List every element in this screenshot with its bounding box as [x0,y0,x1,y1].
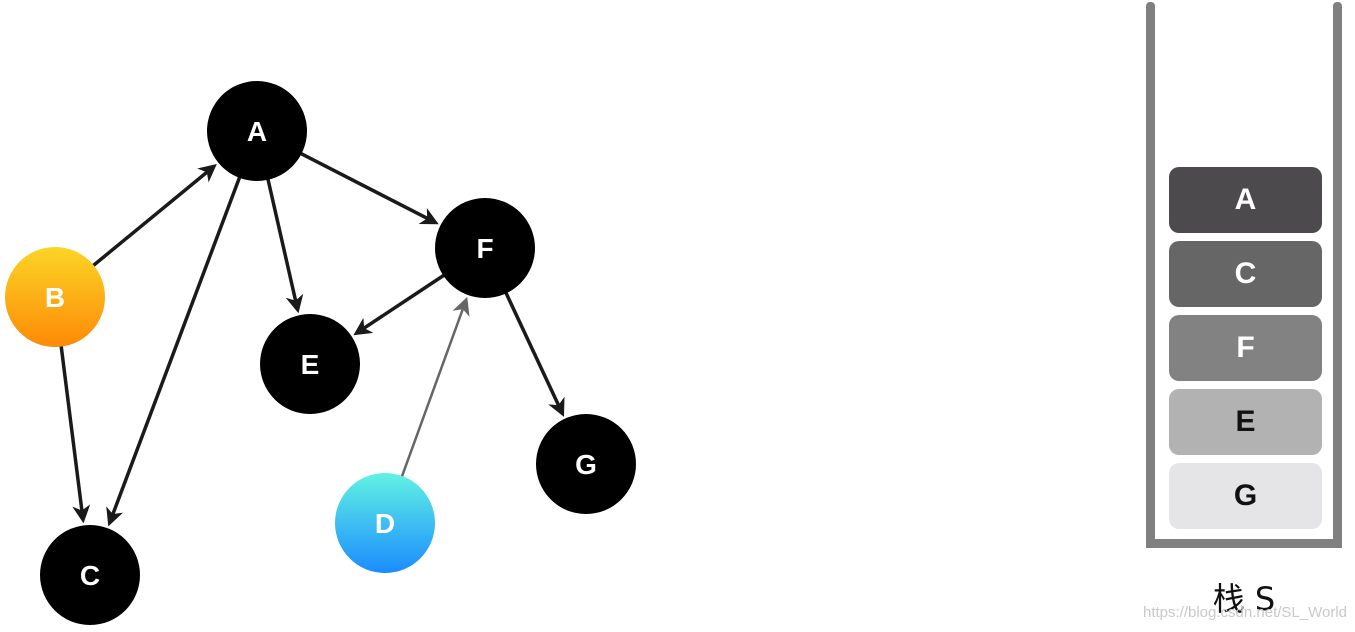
node-f: F [435,198,535,298]
node-label: E [301,349,320,380]
node-d: D [335,473,435,573]
stack-item-g: G [1169,463,1322,529]
node-b: B [5,247,105,347]
edge-a-c [106,176,242,527]
stack-wall-bottom [1146,539,1342,548]
node-circle [207,81,307,181]
watermark: https://blog.csdn.net/SL_World [1142,604,1347,621]
node-circle [536,414,636,514]
stack-item-label: G [1233,479,1258,512]
stack-caption: 栈 S [1212,580,1276,618]
edge-d-f [400,296,470,478]
node-e: E [260,314,360,414]
node-c: C [40,525,140,625]
stack-wall-right [1333,2,1342,548]
node-label: D [375,508,395,539]
node-label: G [575,449,597,480]
edge-f-g [504,291,565,417]
stack-s: A C F E G [1146,2,1342,548]
node-label: B [45,282,65,313]
node-a: A [207,81,307,181]
edge-a-e [266,178,304,314]
stack-item-label: C [1234,257,1257,290]
stack-item-f: F [1169,315,1322,381]
edge-a-f [299,152,439,225]
node-label: F [476,233,493,264]
node-label: C [80,560,100,591]
node-circle [335,473,435,573]
edges-layer [59,152,565,527]
dependency-graph: A B C D E F G [5,81,636,625]
stack-item-label: A [1234,183,1257,216]
stack-item-label: F [1236,331,1255,364]
node-circle [5,247,105,347]
stack-item-a: A [1169,167,1322,233]
edge-b-c [59,344,91,524]
nodes-layer: A B C D E F G [5,81,636,625]
edge-b-a [91,164,217,268]
stack-item-label: E [1235,405,1256,438]
stack-item-e: E [1169,389,1322,455]
node-label: A [247,116,267,147]
node-circle [435,198,535,298]
node-circle [260,314,360,414]
node-circle [40,525,140,625]
stack-item-c: C [1169,241,1322,307]
stack-wall-left [1146,2,1155,548]
edge-f-e [353,273,446,336]
node-g: G [536,414,636,514]
